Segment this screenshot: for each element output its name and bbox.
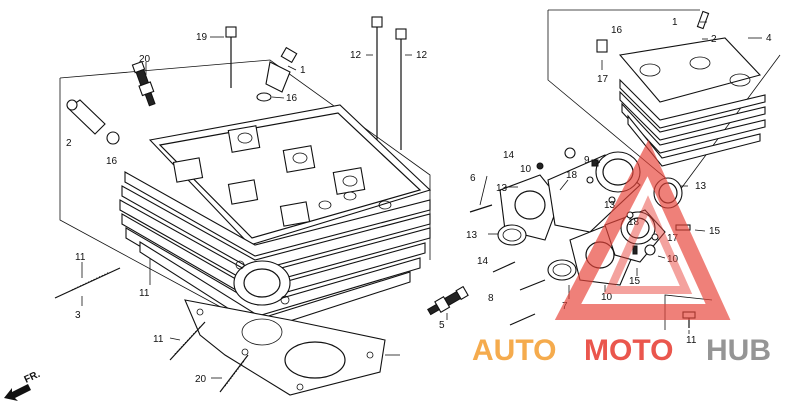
callout-8: 11 [686, 335, 697, 346]
o-ring-15-upper [497, 224, 527, 246]
callout-10: 14 [477, 256, 489, 267]
callout-numbers: 19 1 20 16 12 12 2 16 1 16 4 2 17 14 10 … [66, 17, 772, 385]
callout-18: 9 [584, 155, 590, 166]
automotohub-watermark: AUTO MOTO HUB [472, 139, 771, 367]
cam-journals [172, 125, 392, 227]
callout-2: 2 [66, 138, 72, 149]
callout-17: 14 [503, 150, 515, 161]
callout-13: 18 [628, 217, 640, 228]
fitting-2 [66, 99, 106, 135]
callout-16: 16 [106, 156, 118, 167]
watermark-text-hub: HUB [706, 334, 771, 367]
o-ring-16-left [106, 131, 120, 145]
port-boss [233, 260, 291, 306]
callout-15: 13 [466, 230, 478, 241]
callout-7: 10 [601, 292, 613, 303]
callout-10: 6 [470, 173, 476, 184]
callout-20: 20 [139, 54, 151, 65]
callout-16: 16 [286, 93, 298, 104]
head-gasket [184, 299, 386, 396]
callout-11: 11 [153, 334, 164, 345]
callout-14: 15 [629, 276, 641, 287]
inset-head-assembly [547, 9, 781, 191]
callout-20: 5 [439, 320, 445, 331]
o-ring-16-top [256, 92, 272, 102]
callout-1: 1 [672, 17, 678, 28]
stud-bolts [54, 267, 249, 393]
callout-16: 16 [611, 25, 623, 36]
watermark-text-auto: AUTO [472, 334, 556, 367]
long-bolts [225, 16, 407, 150]
watermark-text-moto: MOTO [584, 334, 673, 367]
callout-11: 20 [195, 374, 207, 385]
callout-16: 2 [711, 34, 717, 45]
callout-18: 15 [709, 226, 721, 237]
callout-1: 1 [300, 65, 306, 76]
callout-12: 12 [416, 50, 428, 61]
callout-17: 10 [667, 254, 679, 265]
studs-10 [469, 204, 546, 326]
callout-14: 10 [520, 164, 532, 175]
callout-11: 11 [75, 252, 86, 263]
callout-11: 3 [75, 310, 81, 321]
spark-plug-bottom [427, 285, 469, 316]
watermark-triangle-icon [554, 139, 731, 320]
callout-9: 13 [695, 181, 707, 192]
callout-12: 12 [350, 50, 362, 61]
leader-lines [81, 21, 762, 379]
direction-label: FR. [23, 369, 42, 386]
callout-2: 17 [597, 74, 609, 85]
callout-19: 19 [196, 32, 208, 43]
callout-13: 17 [667, 233, 679, 244]
spark-plug-top [131, 60, 156, 107]
callout-13: 18 [566, 170, 578, 181]
cylinder-head [119, 104, 432, 331]
callout-4: 4 [766, 33, 772, 44]
callout-3: 11 [139, 288, 150, 299]
front-direction-indicator: FR. [4, 369, 42, 401]
callout-6: 13 [496, 183, 508, 194]
fitting-1 [265, 46, 298, 93]
o-ring-15-lower [547, 259, 577, 281]
direction-arrow-icon [4, 384, 31, 401]
callout-10: 8 [488, 293, 494, 304]
callout-13: 13 [604, 200, 616, 211]
